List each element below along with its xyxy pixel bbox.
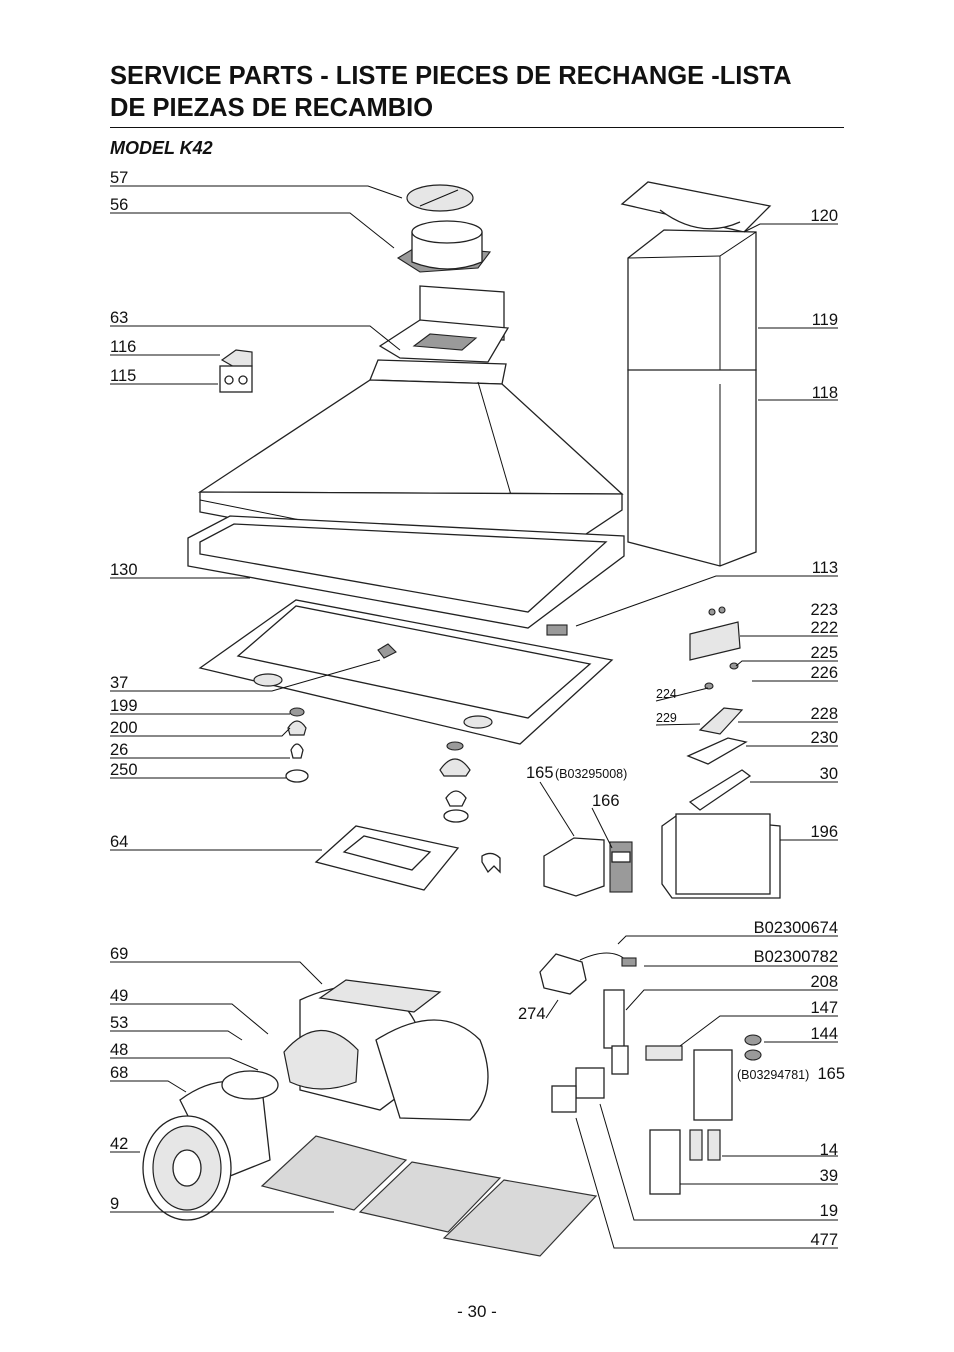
page-title: SERVICE PARTS - LISTE PIECES DE RECHANGE… bbox=[110, 60, 850, 124]
part-9-grease-filters bbox=[260, 1135, 598, 1257]
callout-26: 26 bbox=[110, 741, 128, 759]
callout-250: 250 bbox=[110, 761, 138, 779]
callout-222: 222 bbox=[810, 619, 838, 637]
callout-9: 9 bbox=[110, 1195, 119, 1213]
callout-118: 118 bbox=[812, 384, 838, 402]
title-rule bbox=[110, 127, 844, 128]
callout-477: 477 bbox=[810, 1231, 838, 1249]
callout-119: 119 bbox=[812, 311, 838, 329]
callout-48: 48 bbox=[110, 1041, 128, 1059]
callout-274: 274 bbox=[518, 1005, 546, 1023]
callout-42: 42 bbox=[110, 1135, 128, 1153]
title-line-1: SERVICE PARTS - LISTE PIECES DE RECHANGE… bbox=[110, 62, 792, 90]
callout-196: 196 bbox=[810, 823, 838, 841]
part-light-assemblies bbox=[285, 707, 471, 823]
callout-120: 120 bbox=[810, 207, 838, 225]
callout-19: 19 bbox=[820, 1202, 838, 1220]
callout-224: 224 bbox=[656, 687, 677, 701]
callout-14: 14 bbox=[820, 1141, 838, 1159]
part-filter-frame-tray bbox=[198, 599, 614, 745]
part-119-upper-chimney bbox=[627, 229, 757, 385]
callout-63: 63 bbox=[110, 309, 128, 327]
part-120-top-bracket bbox=[620, 181, 772, 233]
callout-225: 225 bbox=[810, 644, 838, 662]
callout-57: 57 bbox=[110, 169, 128, 187]
callout-200: 200 bbox=[110, 719, 138, 737]
callout-116: 116 bbox=[110, 338, 136, 356]
callout-223: 223 bbox=[810, 601, 838, 619]
part-274-208-147-parts bbox=[539, 952, 762, 1195]
part-42-grille bbox=[142, 1115, 232, 1221]
part-57-cap bbox=[406, 184, 474, 212]
part-115-116-junction-box bbox=[219, 349, 253, 393]
part-64-plate bbox=[314, 825, 501, 891]
model-label: MODEL K42 bbox=[110, 138, 213, 158]
part-56-duct-collar bbox=[396, 220, 492, 273]
part-130-frame bbox=[187, 515, 625, 636]
callout-165-lower: 165 bbox=[817, 1065, 845, 1083]
parts-right-electrical bbox=[661, 606, 781, 899]
leader-lines bbox=[110, 185, 838, 1249]
callout-165-lower-code: (B03294781) bbox=[737, 1068, 809, 1082]
callout-49: 49 bbox=[110, 987, 128, 1005]
callout-115: 115 bbox=[110, 367, 136, 385]
callout-165-upper: 165 bbox=[526, 764, 554, 782]
callout-69: 69 bbox=[110, 945, 128, 963]
part-165-166-control-box bbox=[543, 837, 633, 897]
callout-39: 39 bbox=[820, 1167, 838, 1185]
callout-228: 228 bbox=[810, 705, 838, 723]
callout-113: 113 bbox=[812, 559, 838, 577]
callout-229: 229 bbox=[656, 711, 677, 725]
callouts-left: 57 56 63 116 115 130 37 199 200 26 250 6… bbox=[110, 169, 138, 1213]
title-line-2: DE PIEZAS DE RECAMBIO bbox=[110, 94, 434, 122]
part-blower-housings bbox=[179, 979, 489, 1181]
callout-144: 144 bbox=[810, 1025, 838, 1043]
callouts-right: 120 119 118 113 223 222 225 226 224 229 … bbox=[518, 207, 845, 1249]
callout-37: 37 bbox=[110, 674, 128, 692]
callout-226: 226 bbox=[810, 664, 838, 682]
part-118-lower-chimney bbox=[627, 369, 757, 567]
callout-199: 199 bbox=[110, 697, 138, 715]
page-number: - 30 - bbox=[457, 1302, 497, 1321]
callout-147: 147 bbox=[810, 999, 838, 1017]
callout-68: 68 bbox=[110, 1064, 128, 1082]
callout-230: 230 bbox=[810, 729, 838, 747]
callout-130: 130 bbox=[110, 561, 138, 579]
callout-208: 208 bbox=[810, 973, 838, 991]
callout-53: 53 bbox=[110, 1014, 128, 1032]
callout-56: 56 bbox=[110, 196, 128, 214]
callout-30: 30 bbox=[820, 765, 838, 783]
callout-166: 166 bbox=[592, 792, 620, 810]
callout-b02300674: B02300674 bbox=[754, 919, 838, 937]
callout-b02300782: B02300782 bbox=[754, 948, 838, 966]
callout-64: 64 bbox=[110, 833, 128, 851]
part-63-mounting-bracket bbox=[378, 285, 510, 363]
callout-165-upper-code: (B03295008) bbox=[555, 767, 627, 781]
